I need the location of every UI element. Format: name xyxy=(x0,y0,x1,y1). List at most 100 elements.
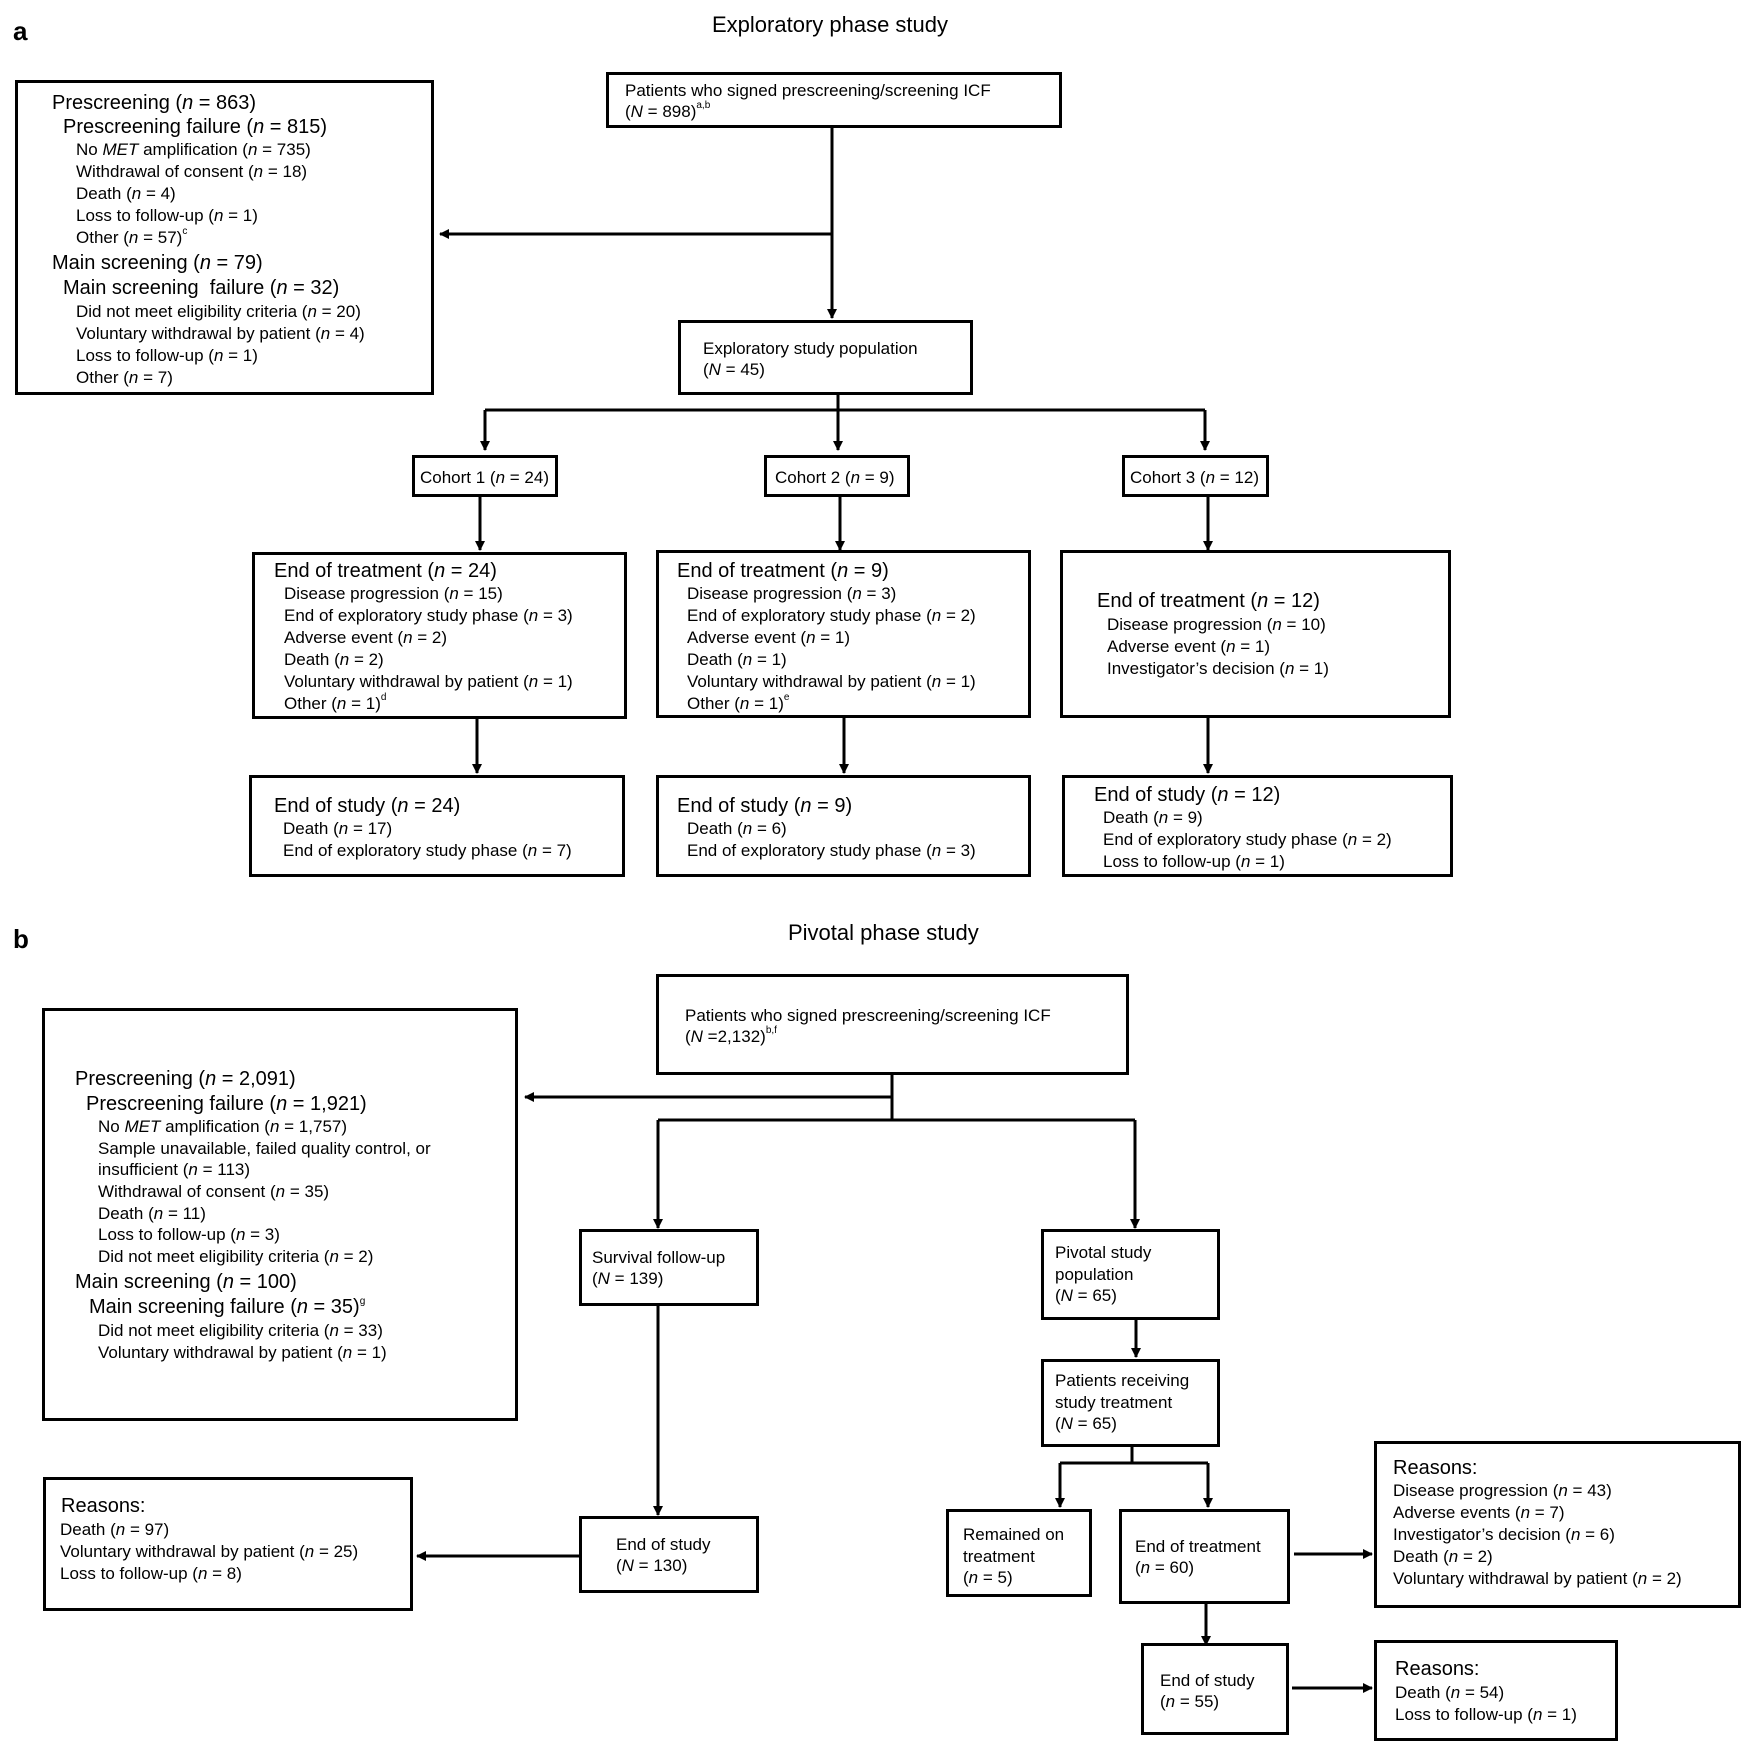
a-eos-2-title: End of study (n = 9) xyxy=(677,795,853,817)
b-survival-line1: Survival follow-up xyxy=(592,1248,726,1267)
b-receiving-line1: Patients receiving xyxy=(1055,1371,1190,1390)
b-eot-line2: (n = 60) xyxy=(1135,1558,1195,1577)
b-prescreening: Prescreening (n = 2,091) xyxy=(75,1068,296,1090)
a-cohort-3-label: Cohort 3 (n = 12) xyxy=(1130,468,1260,487)
b-icf-line1: Patients who signed prescreening/screeni… xyxy=(685,1006,1051,1025)
b-receiving-box: Patients receiving study treatment (N = … xyxy=(1041,1359,1220,1447)
a-eot-1-title: End of treatment (n = 24) xyxy=(274,560,497,582)
a-eos-1-box: End of study (n = 24) Death (n = 17) End… xyxy=(249,775,625,877)
a-eot-1-item-3: Death (n = 2) xyxy=(284,650,384,669)
a-eot-1-item-5: Other (n = 1)d xyxy=(284,692,387,713)
b-remained-line3: (n = 5) xyxy=(963,1568,1013,1587)
a-population-box: Exploratory study population (N = 45) xyxy=(678,320,973,395)
a-screening-box: Prescreening (n = 863) Prescreening fail… xyxy=(15,80,434,395)
b-eos-left-line2: (N = 130) xyxy=(616,1556,688,1575)
a-eot-2-item-1: End of exploratory study phase (n = 2) xyxy=(687,606,976,625)
a-main-screening-failure: Main screening failure (n = 32) xyxy=(63,277,340,299)
b-reasons-eos-item-0: Death (n = 54) xyxy=(1395,1683,1505,1702)
b-reasons-left-title: Reasons: xyxy=(61,1495,146,1517)
b-reasons-left-box: Reasons: Death (n = 97) Voluntary withdr… xyxy=(43,1477,413,1611)
a-eot-2-item-3: Death (n = 1) xyxy=(687,650,787,669)
b-reasons-eos-title: Reasons: xyxy=(1395,1658,1480,1680)
b-remained-box: Remained on treatment (n = 5) xyxy=(946,1509,1092,1597)
panel-a-letter: a xyxy=(13,16,28,46)
a-eot-1-item-0: Disease progression (n = 15) xyxy=(284,584,503,603)
a-pre-item-4: Other (n = 57)c xyxy=(76,226,188,247)
b-main-item-0: Did not meet eligibility criteria (n = 3… xyxy=(98,1321,383,1340)
a-main-screening: Main screening (n = 79) xyxy=(52,252,263,274)
a-eot-2-box: End of treatment (n = 9) Disease progres… xyxy=(656,550,1031,718)
a-main-item-1: Voluntary withdrawal by patient (n = 4) xyxy=(76,324,365,343)
a-main-item-3: Other (n = 7) xyxy=(76,368,173,387)
a-eos-2-item-0: Death (n = 6) xyxy=(687,819,787,838)
b-screening-box: Prescreening (n = 2,091) Prescreening fa… xyxy=(42,1008,518,1421)
a-eos-3-item-0: Death (n = 9) xyxy=(1103,808,1203,827)
a-eot-2-item-4: Voluntary withdrawal by patient (n = 1) xyxy=(687,672,976,691)
a-pre-item-0: No MET amplification (n = 735) xyxy=(76,140,311,159)
a-eot-2-item-5: Other (n = 1)e xyxy=(687,692,790,713)
b-survival-box: Survival follow-up (N = 139) xyxy=(579,1229,759,1306)
a-population-line2: (N = 45) xyxy=(703,360,765,379)
a-eot-1-item-1: End of exploratory study phase (n = 3) xyxy=(284,606,573,625)
a-cohort-3-box: Cohort 3 (n = 12) xyxy=(1122,455,1269,497)
a-eos-2-item-1: End of exploratory study phase (n = 3) xyxy=(687,841,976,860)
b-reasons-left-item-0: Death (n = 97) xyxy=(60,1520,170,1539)
panel-b-letter: b xyxy=(13,924,29,954)
b-main-screening-failure: Main screening failure (n = 35)g xyxy=(89,1296,366,1318)
a-prescreening-failure: Prescreening failure (n = 815) xyxy=(63,116,328,138)
a-pre-item-1: Withdrawal of consent (n = 18) xyxy=(76,162,308,181)
a-icf-line2: (N = 898)a,b xyxy=(625,100,711,121)
b-main-screening: Main screening (n = 100) xyxy=(75,1271,297,1293)
a-population-line1: Exploratory study population xyxy=(703,339,918,358)
b-reasons-left-item-1: Voluntary withdrawal by patient (n = 25) xyxy=(60,1542,359,1561)
a-eot-3-item-0: Disease progression (n = 10) xyxy=(1107,615,1326,634)
a-eot-2-title: End of treatment (n = 9) xyxy=(677,560,889,582)
b-remained-line1: Remained on xyxy=(963,1525,1065,1544)
a-icf-line1: Patients who signed prescreening/screeni… xyxy=(625,81,991,100)
b-icf-line2: (N =2,132)b,f xyxy=(685,1025,777,1046)
b-reasons-eos-item-1: Loss to follow-up (n = 1) xyxy=(1395,1705,1577,1724)
b-reasons-eot-item-4: Voluntary withdrawal by patient (n = 2) xyxy=(1393,1569,1682,1588)
b-reasons-eot-item-2: Investigator’s decision (n = 6) xyxy=(1393,1525,1615,1544)
b-pivotal-line2: population xyxy=(1055,1265,1134,1284)
b-reasons-left-item-2: Loss to follow-up (n = 8) xyxy=(60,1564,242,1583)
b-main-item-1: Voluntary withdrawal by patient (n = 1) xyxy=(98,1343,387,1362)
panel-a-title: Exploratory phase study xyxy=(712,12,949,37)
a-cohort-1-label: Cohort 1 (n = 24) xyxy=(420,468,550,487)
b-reasons-eos-box: Reasons: Death (n = 54) Loss to follow-u… xyxy=(1374,1640,1618,1741)
b-reasons-eot-item-3: Death (n = 2) xyxy=(1393,1547,1493,1566)
a-cohort-1-box: Cohort 1 (n = 24) xyxy=(412,455,558,497)
a-eot-1-item-2: Adverse event (n = 2) xyxy=(284,628,448,647)
b-pre-item-1: Sample unavailable, failed quality contr… xyxy=(98,1139,431,1158)
panel-b-title: Pivotal phase study xyxy=(788,920,979,945)
b-eos-right-line2: (n = 55) xyxy=(1160,1692,1220,1711)
b-eos-left-box: End of study (N = 130) xyxy=(579,1516,759,1593)
a-eos-1-item-1: End of exploratory study phase (n = 7) xyxy=(283,841,572,860)
a-main-item-2: Loss to follow-up (n = 1) xyxy=(76,346,258,365)
a-eot-3-title: End of treatment (n = 12) xyxy=(1097,590,1320,612)
a-pre-item-3: Loss to follow-up (n = 1) xyxy=(76,206,258,225)
a-eot-2-item-2: Adverse event (n = 1) xyxy=(687,628,851,647)
b-icf-box: Patients who signed prescreening/screeni… xyxy=(656,974,1129,1075)
a-icf-box: Patients who signed prescreening/screeni… xyxy=(606,72,1062,128)
b-reasons-eot-item-1: Adverse events (n = 7) xyxy=(1393,1503,1565,1522)
a-eos-3-item-2: Loss to follow-up (n = 1) xyxy=(1103,852,1285,871)
b-pivotal-line1: Pivotal study xyxy=(1055,1243,1152,1262)
a-main-item-0: Did not meet eligibility criteria (n = 2… xyxy=(76,302,361,321)
a-pre-item-2: Death (n = 4) xyxy=(76,184,176,203)
b-pre-item-0: No MET amplification (n = 1,757) xyxy=(98,1117,348,1136)
a-eot-3-box: End of treatment (n = 12) Disease progre… xyxy=(1060,550,1451,718)
a-eos-2-box: End of study (n = 9) Death (n = 6) End o… xyxy=(656,775,1031,877)
a-prescreening: Prescreening (n = 863) xyxy=(52,92,257,114)
b-pre-item-5: Loss to follow-up (n = 3) xyxy=(98,1225,280,1244)
b-eot-line1: End of treatment xyxy=(1135,1537,1261,1556)
a-eos-3-item-1: End of exploratory study phase (n = 2) xyxy=(1103,830,1392,849)
b-pre-item-2: insufficient (n = 113) xyxy=(98,1160,251,1179)
b-survival-line2: (N = 139) xyxy=(592,1269,664,1288)
b-pivotal-box: Pivotal study population (N = 65) xyxy=(1041,1229,1220,1320)
a-eot-3-item-1: Adverse event (n = 1) xyxy=(1107,637,1271,656)
b-reasons-eot-box: Reasons: Disease progression (n = 43) Ad… xyxy=(1374,1441,1741,1608)
a-eot-1-item-4: Voluntary withdrawal by patient (n = 1) xyxy=(284,672,573,691)
b-pre-item-3: Withdrawal of consent (n = 35) xyxy=(98,1182,330,1201)
